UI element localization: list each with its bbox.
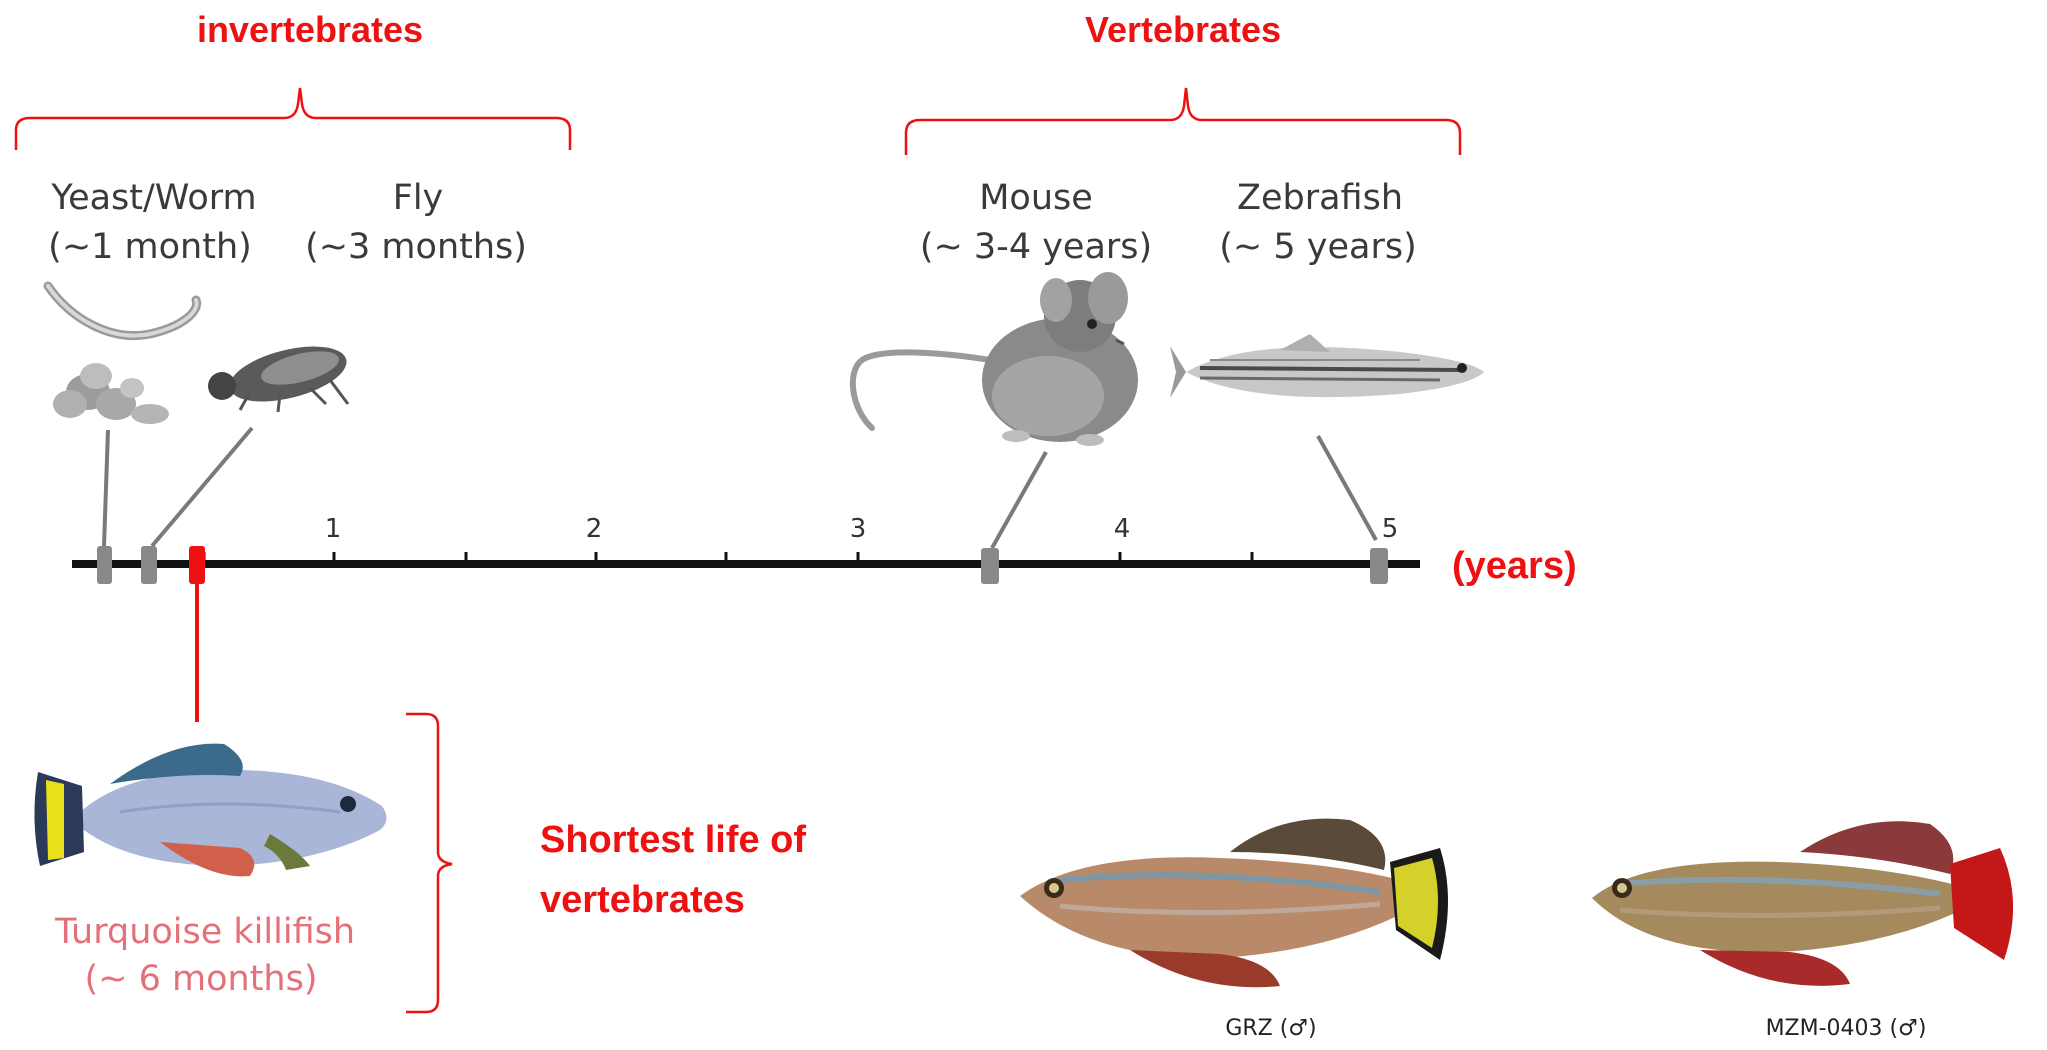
tick-label-1: 1 — [325, 514, 342, 544]
vertebrates-brace — [906, 88, 1460, 155]
fly-label: Fly — [393, 178, 444, 218]
killifish-label: Turquoise killifish — [54, 912, 355, 952]
fly-lifespan: (~3 months) — [305, 227, 527, 267]
fly-connector — [152, 428, 252, 546]
shortest-life-note-line1: Shortest life of — [540, 819, 806, 861]
mouse-connector — [992, 452, 1046, 548]
zebrafish-marker — [1370, 548, 1388, 584]
yeast-worm-label: Yeast/Worm — [50, 178, 256, 218]
zebrafish-label: Zebrafish — [1237, 178, 1403, 218]
yeast-worm-lifespan: (~1 month) — [48, 227, 252, 267]
tick-label-5: 5 — [1382, 514, 1399, 544]
mouse-icon — [853, 272, 1138, 446]
invertebrates-brace — [16, 88, 570, 150]
yeast-connector — [104, 430, 108, 546]
tick-label-3: 3 — [850, 514, 867, 544]
invertebrates-header: invertebrates — [197, 9, 423, 50]
worm-yeast-icon — [48, 286, 197, 424]
killifish-brace — [406, 714, 452, 1012]
tick-label-2: 2 — [586, 514, 603, 544]
mzm-strain-label: MZM-0403 (♂) — [1766, 1016, 1927, 1041]
mouse-lifespan: (~ 3-4 years) — [920, 227, 1152, 267]
zebrafish-connector — [1318, 436, 1376, 540]
axis-unit-label: (years) — [1452, 545, 1577, 587]
shortest-life-note-line2: vertebrates — [540, 879, 745, 921]
yeast-worm-marker — [97, 546, 112, 584]
fly-marker — [141, 546, 157, 584]
mouse-marker — [981, 548, 999, 584]
killifish-marker — [189, 546, 205, 584]
mzm-fish-photo — [1592, 821, 2013, 986]
zebrafish-lifespan: (~ 5 years) — [1219, 227, 1416, 267]
killifish-lifespan: (~ 6 months) — [85, 959, 318, 999]
grz-fish-photo — [1020, 819, 1448, 988]
vertebrates-header: Vertebrates — [1085, 9, 1281, 50]
fly-icon — [208, 336, 352, 412]
mouse-label: Mouse — [979, 178, 1093, 218]
grz-strain-label: GRZ (♂) — [1225, 1016, 1316, 1041]
zebrafish-icon — [1170, 334, 1484, 398]
tick-label-4: 4 — [1114, 514, 1131, 544]
killifish-icon — [34, 744, 386, 877]
